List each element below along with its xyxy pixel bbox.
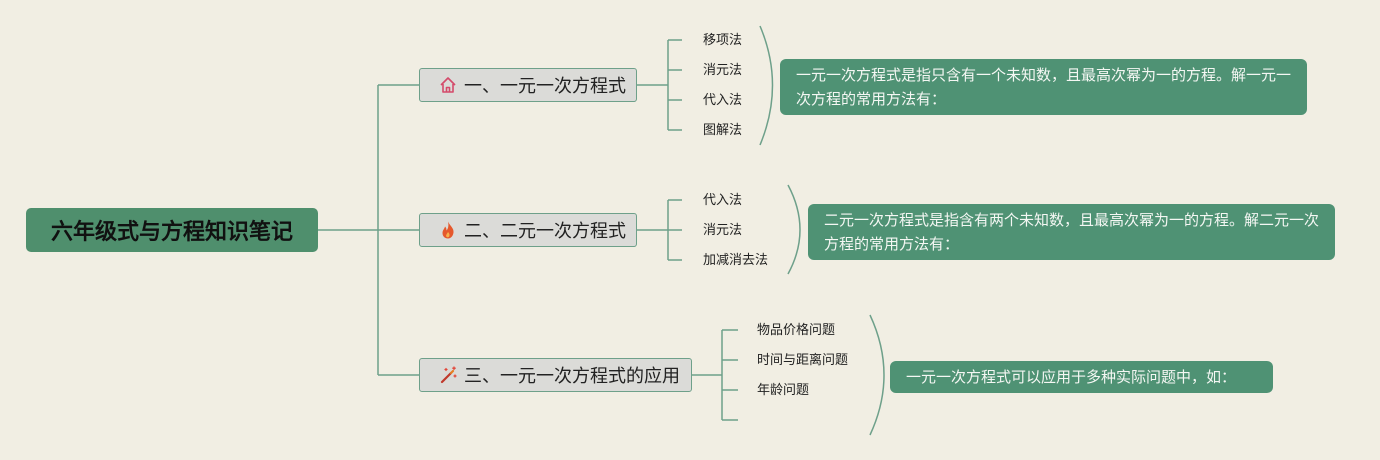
note-text: 一元一次方程式是指只含有一个未知数，且最高次幂为一的方程。解一元一次方程的常用方… (796, 66, 1292, 108)
note-text: 一元一次方程式可以应用于多种实际问题中，如： (906, 368, 1237, 386)
summary-note[interactable]: 一元一次方程式可以应用于多种实际问题中，如： (890, 361, 1273, 393)
topic-3-leaf-ticks (722, 329, 738, 421)
topic-3-brace (869, 314, 885, 436)
leaf-item[interactable]: 消元法 (703, 63, 743, 78)
topic-1-brace (759, 25, 774, 146)
topic-2-leaf-ticks (668, 199, 682, 261)
topic-1-leaf-ticks (668, 39, 682, 131)
root-topic[interactable]: 六年级式与方程知识笔记 (26, 208, 318, 252)
topic-2-brace (787, 184, 801, 275)
leaf-item[interactable]: 年龄问题 (757, 383, 810, 398)
leaf-item[interactable]: 消元法 (703, 223, 743, 238)
topic-linear-equation-one-variable[interactable]: 一、一元一次方程式 (419, 68, 637, 102)
note-text: 二元一次方程式是指含有两个未知数，且最高次幂为一的方程。解二元一次方程的常用方法… (824, 211, 1320, 253)
topic-label: 一、一元一次方程式 (464, 76, 626, 97)
summary-note[interactable]: 一元一次方程式是指只含有一个未知数，且最高次幂为一的方程。解一元一次方程的常用方… (780, 59, 1307, 115)
magic-wand-icon (438, 365, 458, 385)
leaf-item[interactable]: 加减消去法 (703, 253, 769, 268)
topic-linear-equation-applications[interactable]: 三、一元一次方程式的应用 (419, 358, 692, 392)
topic-label: 三、一元一次方程式的应用 (464, 366, 680, 387)
leaf-item[interactable]: 图解法 (703, 123, 743, 138)
topic-label: 二、二元一次方程式 (464, 221, 626, 242)
leaf-item[interactable]: 移项法 (703, 33, 743, 48)
root-title: 六年级式与方程知识笔记 (50, 220, 293, 245)
leaf-item[interactable]: 时间与距离问题 (757, 353, 849, 368)
leaf-item[interactable]: 代入法 (703, 93, 743, 108)
leaf-item[interactable]: 物品价格问题 (757, 323, 836, 338)
summary-note[interactable]: 二元一次方程式是指含有两个未知数，且最高次幂为一的方程。解二元一次方程的常用方法… (808, 204, 1335, 260)
leaf-item[interactable]: 代入法 (703, 193, 743, 208)
topic-linear-equation-two-variables[interactable]: 二、二元一次方程式 (419, 213, 637, 247)
flame-icon (438, 220, 458, 240)
house-icon (438, 75, 458, 95)
